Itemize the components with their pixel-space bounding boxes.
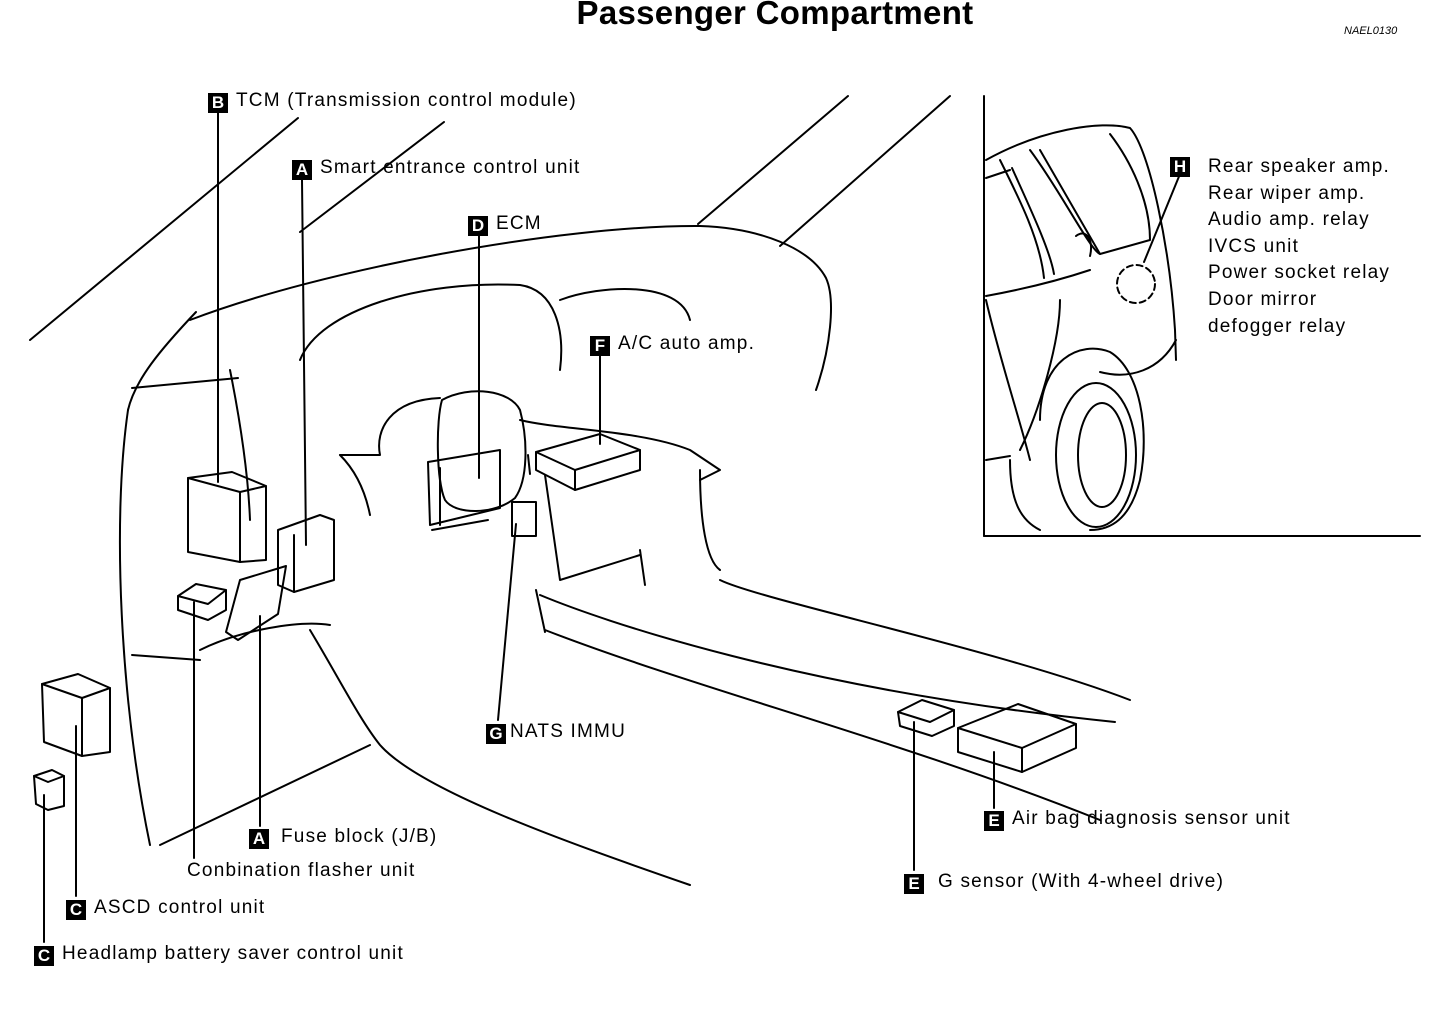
diagram-code: NAEL0130 <box>1344 25 1398 37</box>
component-boxes <box>33 433 1077 811</box>
rear-item: IVCS unit <box>1208 235 1300 257</box>
label-tcm-text: TCM (Transmission control module) <box>236 90 577 111</box>
leader-lines <box>43 111 1181 943</box>
rear-component-list: Rear speaker amp. Rear wiper amp. Audio … <box>1208 154 1390 340</box>
label-ac-auto-amp-text: A/C auto amp. <box>618 333 756 354</box>
rear-inset <box>983 95 1421 537</box>
rear-item: Audio amp. relay <box>1208 209 1370 231</box>
label-ecm-text: ECM <box>496 213 542 234</box>
badge-a: A <box>292 160 312 180</box>
badge-f: F <box>590 336 610 356</box>
badge-b: B <box>208 93 228 113</box>
label-fuse-block: A Fuse block (J/B) <box>249 826 437 849</box>
rear-item: Door mirror <box>1208 288 1318 310</box>
label-smart-entrance-text: Smart entrance control unit <box>320 157 581 178</box>
label-airbag-unit-text: Air bag diagnosis sensor unit <box>1012 808 1291 829</box>
label-g-sensor: E G sensor (With 4-wheel drive) <box>904 871 1224 894</box>
rear-item: Rear wiper amp. <box>1208 182 1366 204</box>
label-combination-flasher-text: Conbination flasher unit <box>187 860 416 881</box>
badge-h: H <box>1170 157 1190 177</box>
cabin-outline <box>29 95 1131 886</box>
label-rear-badge: H <box>1170 154 1198 177</box>
badge-a-fuse: A <box>249 829 269 849</box>
badge-g: G <box>486 724 506 744</box>
page-title: Passenger Compartment <box>576 0 974 31</box>
label-ascd-text: ASCD control unit <box>94 897 266 918</box>
rear-item: defogger relay <box>1208 315 1347 337</box>
label-combination-flasher: Conbination flasher unit <box>187 860 415 882</box>
badge-c-ascd: C <box>66 900 86 920</box>
rear-item: Power socket relay <box>1208 262 1391 284</box>
label-ecm: D ECM <box>468 213 542 236</box>
badge-c-headlamp: C <box>34 946 54 966</box>
label-headlamp-saver: C Headlamp battery saver control unit <box>34 943 404 966</box>
label-nats-immu-text: NATS IMMU <box>510 721 626 742</box>
rear-item: Rear speaker amp. <box>1208 156 1390 177</box>
badge-e-airbag: E <box>984 811 1004 831</box>
label-ascd: C ASCD control unit <box>66 897 265 920</box>
label-g-sensor-text: G sensor (With 4-wheel drive) <box>938 871 1225 892</box>
label-airbag-unit: E Air bag diagnosis sensor unit <box>984 808 1291 831</box>
label-smart-entrance: A Smart entrance control unit <box>292 157 581 180</box>
label-headlamp-saver-text: Headlamp battery saver control unit <box>62 943 404 964</box>
label-tcm: B TCM (Transmission control module) <box>208 90 577 113</box>
label-ac-auto-amp: F A/C auto amp. <box>590 333 755 356</box>
badge-d: D <box>468 216 488 236</box>
label-fuse-block-text: Fuse block (J/B) <box>281 826 438 847</box>
badge-e-gsensor: E <box>904 874 924 894</box>
